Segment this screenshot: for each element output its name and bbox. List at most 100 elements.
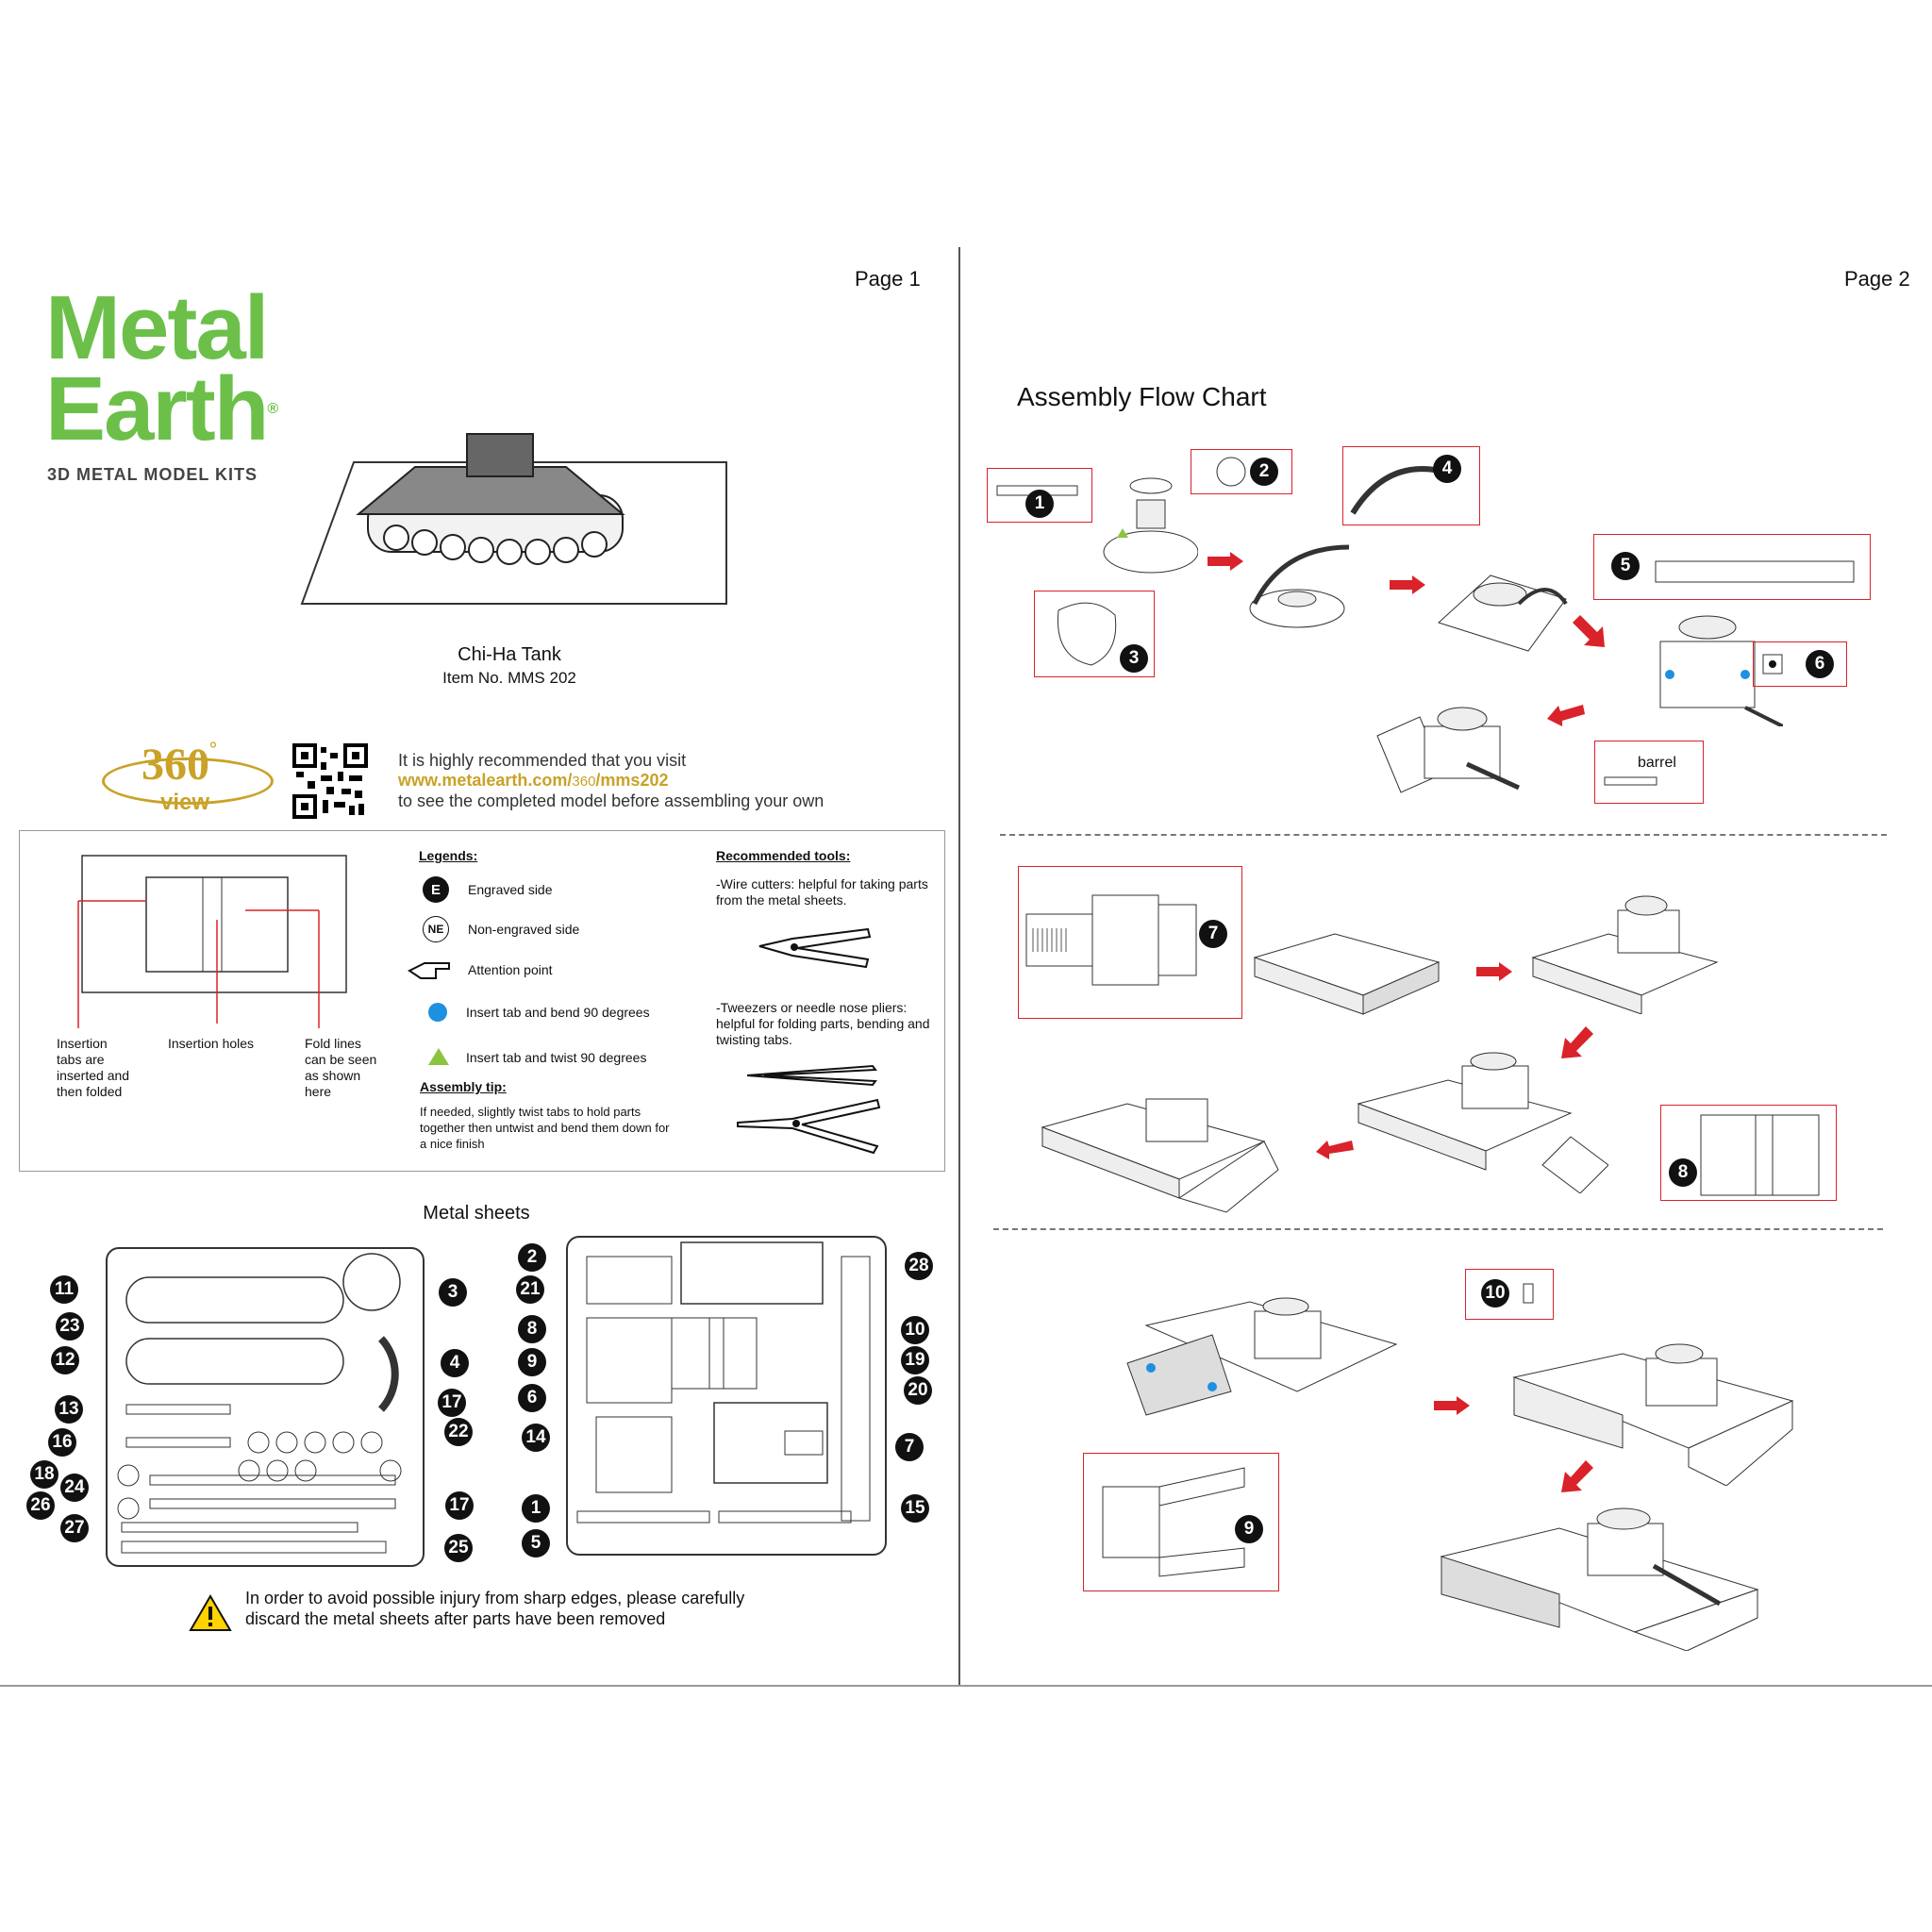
sheet-number-19: 19 (901, 1346, 929, 1374)
sheet-number-7: 7 (895, 1433, 924, 1461)
sheet-number-1: 1 (522, 1494, 550, 1523)
view360-badge: 360° view (102, 739, 274, 816)
step-1-box: 1 (987, 468, 1092, 523)
step-9-assembly (1126, 1297, 1398, 1416)
sheet-number-10: 10 (901, 1316, 929, 1344)
legend-insertion-tabs: Insertion tabs are inserted and then fol… (57, 1036, 130, 1099)
step-10-box: 10 (1465, 1269, 1554, 1320)
badge-26: 26 (26, 1491, 55, 1520)
badge-4: 4 (441, 1349, 469, 1377)
warning-line2: discard the metal sheets after parts hav… (245, 1609, 666, 1628)
tank-turret (466, 433, 534, 477)
tweezers-icon (746, 1064, 877, 1087)
visit-line1: It is highly recommended that you visit (398, 751, 687, 770)
step-4-result (1438, 575, 1568, 652)
legend-insertion-holes: Insertion holes (168, 1036, 255, 1051)
tip-heading: Assembly tip: (420, 1079, 507, 1094)
badge-19: 19 (901, 1346, 929, 1374)
url-part-c: /mms202 (595, 771, 669, 790)
metal-earth-logo: Metal Earth® (45, 277, 278, 455)
logo-line1: Metal (45, 277, 269, 378)
badge-25: 25 (444, 1534, 473, 1562)
part-9-drawing (1102, 1467, 1245, 1577)
sheet-number-14: 14 (522, 1424, 550, 1452)
badge-7: 7 (895, 1433, 924, 1461)
legends-heading: Legends: (419, 848, 478, 863)
sheet-left-parts (117, 1253, 402, 1554)
attention-label: Attention point (468, 962, 553, 977)
legend-item-bend: Insert tab and bend 90 degrees (428, 1003, 650, 1026)
flow-separator-1 (1000, 834, 1887, 836)
badge-24: 24 (60, 1474, 89, 1502)
badge-2: 2 (518, 1243, 546, 1272)
sheet-number-17b: 17 (445, 1491, 474, 1520)
sheet-number-3: 3 (439, 1278, 467, 1307)
twist-label: Insert tab and twist 90 degrees (466, 1050, 647, 1065)
item-number: Item No. MMS 202 (442, 669, 576, 687)
pliers-icon (737, 1098, 881, 1155)
non-engraved-badge: NE (423, 916, 449, 942)
badge-12: 12 (51, 1346, 79, 1374)
warning-line1: In order to avoid possible injury from s… (245, 1589, 745, 1607)
step-9-badge: 9 (1235, 1515, 1263, 1543)
view360-word: view (160, 790, 210, 815)
part-6-drawing (1762, 654, 1783, 675)
badge-10: 10 (901, 1316, 929, 1344)
sheet-number-27: 27 (60, 1514, 89, 1542)
sheet-right-parts (576, 1241, 871, 1524)
tank-illustration (300, 433, 727, 605)
legend-item-twist: Insert tab and twist 90 degrees (428, 1048, 646, 1070)
sheet-number-16: 16 (48, 1428, 76, 1457)
final-model (1440, 1507, 1759, 1651)
step-1-badge: 1 (1025, 490, 1054, 518)
flow-arrow-right-1 (1208, 552, 1243, 571)
sheet-number-26: 26 (26, 1491, 55, 1520)
badge-20: 20 (904, 1376, 932, 1405)
flow-arrow-down-left (1561, 1026, 1593, 1058)
part-2-drawing (1216, 457, 1246, 487)
badge-1: 1 (522, 1494, 550, 1523)
flow-separator-2 (993, 1228, 1883, 1230)
qr-code[interactable] (292, 743, 368, 819)
badge-15: 15 (901, 1494, 929, 1523)
badge-17a: 17 (438, 1389, 466, 1417)
sheet-number-4: 4 (441, 1349, 469, 1377)
flow-arrow-right-3 (1476, 962, 1512, 981)
flow-arrow-right-4 (1434, 1396, 1470, 1415)
tank-wheels (383, 525, 608, 565)
badge-8: 8 (518, 1315, 546, 1343)
non-engraved-label: Non-engraved side (468, 922, 580, 937)
barrel-box: barrel (1594, 741, 1704, 804)
step-5-box: 5 (1593, 534, 1871, 600)
step-2-box: 2 (1191, 449, 1292, 494)
metal-sheet-left (106, 1247, 425, 1567)
visit-url[interactable]: www.metalearth.com/360/mms202 (398, 771, 668, 791)
step-1-assembly (1103, 477, 1198, 574)
part-4-drawing (1350, 466, 1458, 515)
visit-line3: to see the completed model before assemb… (398, 791, 824, 810)
wire-cutters-icon (758, 927, 872, 969)
legend-item-attention: Attention point (408, 958, 553, 987)
badge-6: 6 (518, 1384, 546, 1412)
sheet-number-20: 20 (904, 1376, 932, 1405)
tool-wire-cutters: -Wire cutters: helpful for taking parts … (716, 876, 928, 908)
step-4-assembly (1249, 544, 1350, 628)
badge-3: 3 (439, 1278, 467, 1307)
sheet-number-5: 5 (522, 1529, 550, 1557)
badge-5: 5 (522, 1529, 550, 1557)
engraved-label: Engraved side (468, 882, 553, 897)
sheet-number-11: 11 (50, 1275, 78, 1304)
step-7-box: 7 (1018, 866, 1242, 1019)
tool-tweezers: -Tweezers or needle nose pliers: helpful… (716, 1000, 930, 1047)
flow-chart-title: Assembly Flow Chart (1017, 382, 1267, 411)
sheet-number-15: 15 (901, 1494, 929, 1523)
sheet-number-24: 24 (60, 1474, 89, 1502)
metal-sheet-right (566, 1236, 887, 1556)
step-4-box: 4 (1342, 446, 1480, 525)
url-part-b: 360 (572, 774, 596, 790)
sheet-number-6: 6 (518, 1384, 546, 1412)
step-7-result (1531, 895, 1719, 1014)
part-3-drawing (1057, 602, 1117, 666)
sheet-number-21: 21 (516, 1275, 544, 1304)
pointing-hand-icon (408, 962, 450, 979)
